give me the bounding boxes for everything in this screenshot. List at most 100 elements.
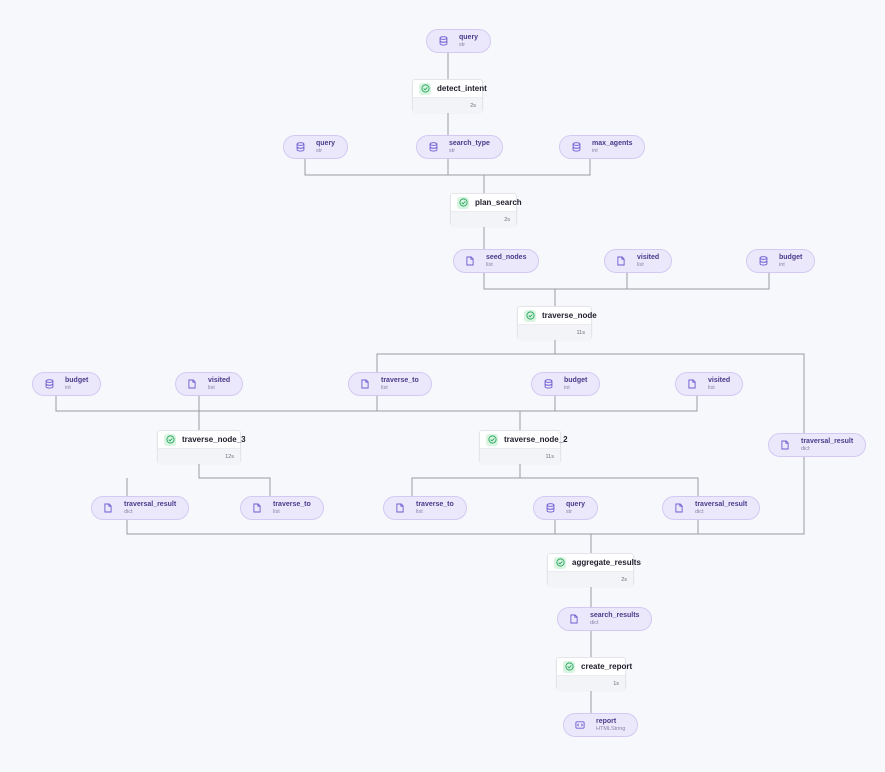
file-icon <box>184 376 200 392</box>
edge <box>376 339 556 372</box>
artifact-name: seed_nodes <box>486 253 527 261</box>
check-icon <box>554 556 566 569</box>
file-icon <box>249 500 265 516</box>
artifact-name: query <box>316 139 336 147</box>
artifact-name: budget <box>564 376 588 384</box>
step-name: plan_search <box>475 198 522 207</box>
step-name: traverse_node_3 <box>182 435 246 444</box>
check-icon <box>419 82 431 95</box>
edge <box>126 455 805 535</box>
step-duration: 12s <box>225 453 234 460</box>
database-icon <box>568 139 584 155</box>
artifact-type: dict <box>124 508 133 515</box>
database-icon <box>41 376 57 392</box>
artifact-type: int <box>592 147 598 154</box>
step-create-report[interactable]: create_report 1s <box>556 657 632 691</box>
artifact-name: report <box>596 717 617 725</box>
step-duration: 2s <box>470 102 476 109</box>
artifact-type: str <box>449 147 456 154</box>
step-traverse-node-2[interactable]: traverse_node_2 11s <box>479 430 568 464</box>
artifact-type: list <box>708 384 715 391</box>
file-icon <box>671 500 687 516</box>
artifact-type: list <box>637 261 644 268</box>
artifact-type: list <box>208 384 215 391</box>
check-icon <box>486 433 498 446</box>
edge <box>198 462 271 496</box>
artifact-type: str <box>316 147 323 154</box>
artifact-name: budget <box>65 376 89 384</box>
check-icon <box>563 660 575 673</box>
file-icon <box>613 253 629 269</box>
file-icon <box>357 376 373 392</box>
step-traverse-node-3[interactable]: traverse_node_3 12s <box>157 430 246 464</box>
artifact-type: dict <box>590 619 599 626</box>
artifact-type: str <box>566 508 573 515</box>
database-icon <box>542 500 558 516</box>
step-name: traverse_node <box>542 311 597 320</box>
artifact-name: visited <box>637 253 660 261</box>
artifact-name: visited <box>208 376 231 384</box>
artifact-type: str <box>459 41 466 48</box>
check-icon <box>457 196 469 209</box>
step-duration: 2s <box>504 216 510 223</box>
artifact-name: traverse_to <box>416 500 454 508</box>
step-plan-search[interactable]: plan_search 2s <box>450 193 522 227</box>
artifact-type: list <box>486 261 493 268</box>
artifact-type: int <box>779 261 785 268</box>
artifact-type: int <box>564 384 570 391</box>
artifact-type: dict <box>695 508 704 515</box>
artifact-name: budget <box>779 253 803 261</box>
step-name: traverse_node_2 <box>504 435 568 444</box>
artifact-name: search_results <box>590 611 640 619</box>
artifact-name: traversal_result <box>801 437 854 445</box>
step-duration: 1s <box>613 680 619 687</box>
step-duration: 2s <box>621 576 627 583</box>
database-icon <box>435 33 451 49</box>
file-icon <box>462 253 478 269</box>
file-icon <box>566 611 582 627</box>
artifact-type: dict <box>801 445 810 452</box>
artifact-type: HTMLString <box>596 725 626 732</box>
artifact-name: search_type <box>449 139 490 147</box>
check-icon <box>164 433 176 446</box>
step-name: aggregate_results <box>572 558 641 567</box>
artifact-name: traverse_to <box>273 500 311 508</box>
step-traverse-node[interactable]: traverse_node 11s <box>517 306 597 340</box>
step-detect-intent[interactable]: detect_intent 2s <box>412 79 487 113</box>
artifact-type: list <box>273 508 280 515</box>
artifact-name: query <box>459 33 479 41</box>
html-icon <box>572 717 588 733</box>
database-icon <box>540 376 556 392</box>
artifact-name: query <box>566 500 586 508</box>
artifact-type: int <box>65 384 71 391</box>
step-aggregate-results[interactable]: aggregate_results 2s <box>547 553 641 587</box>
artifact-name: visited <box>708 376 731 384</box>
database-icon <box>425 139 441 155</box>
file-icon <box>100 500 116 516</box>
step-duration: 11s <box>545 453 554 460</box>
file-icon <box>777 437 793 453</box>
check-icon <box>524 309 536 322</box>
